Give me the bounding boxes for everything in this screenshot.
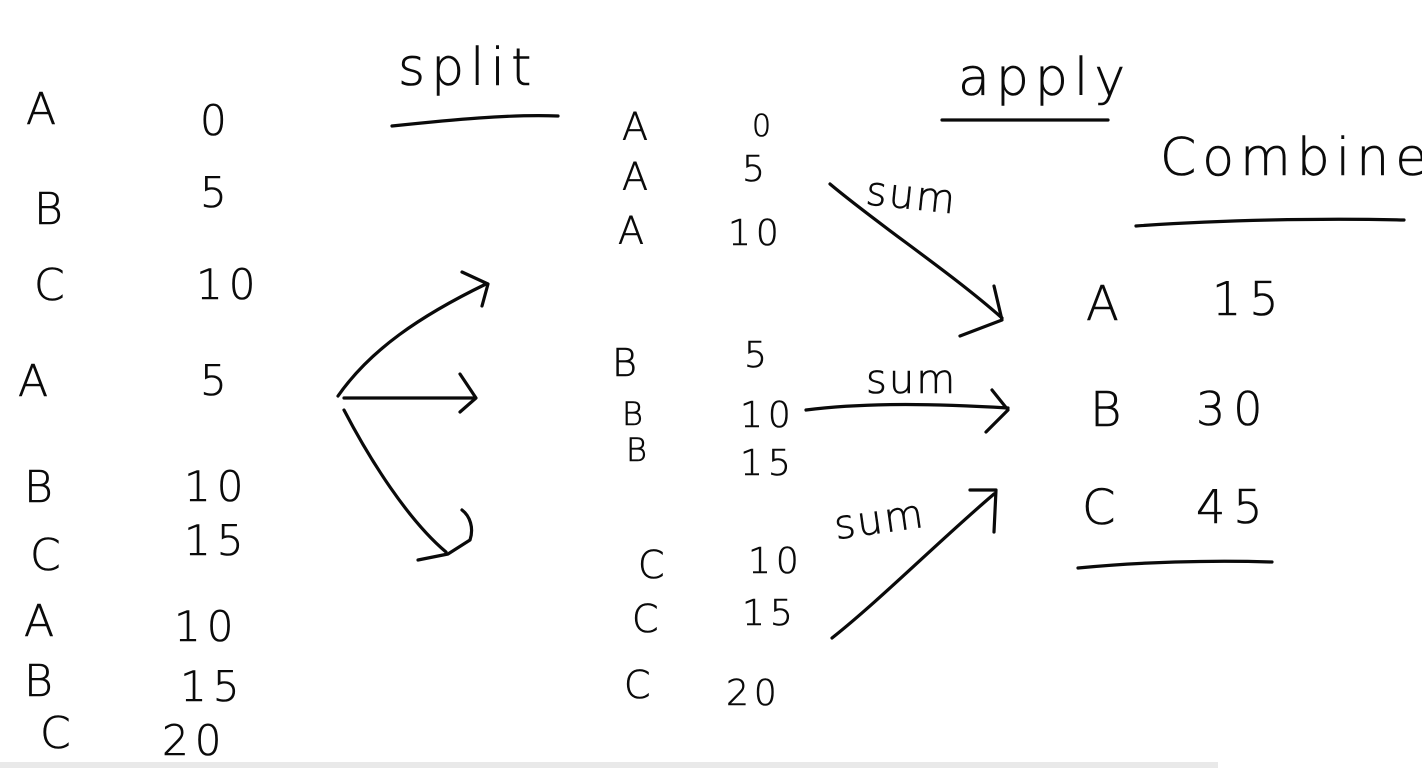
- input-key: B: [24, 462, 55, 513]
- group-key: C: [632, 597, 659, 641]
- result-underline: [1076, 559, 1274, 570]
- input-key: A: [24, 596, 57, 647]
- combine-heading: Combine: [1160, 128, 1422, 188]
- split-arrow-top-head: [460, 270, 490, 308]
- result-value: 15: [1212, 272, 1287, 326]
- input-key: A: [18, 356, 51, 407]
- group-value: 10: [740, 395, 796, 436]
- input-value: 0: [200, 96, 233, 145]
- input-value: 10: [174, 602, 240, 651]
- group-key: C: [624, 663, 651, 707]
- group-value: 20: [726, 673, 782, 714]
- apply-arrow-top-head: [958, 284, 1004, 338]
- group-value: 5: [744, 335, 772, 376]
- group-key: C: [638, 543, 665, 587]
- group-key: B: [626, 431, 648, 469]
- group-value: 10: [728, 213, 784, 254]
- apply-arrow-middle-head: [984, 388, 1010, 434]
- input-key: C: [30, 530, 63, 581]
- input-value: 20: [162, 716, 228, 765]
- apply-heading: apply: [958, 48, 1132, 108]
- apply-arrow-top: [828, 182, 1004, 320]
- result-key: C: [1082, 480, 1116, 536]
- split-arrow-bottom: [342, 408, 448, 554]
- group-value: 5: [742, 149, 770, 190]
- group-value: 10: [748, 541, 804, 582]
- input-value: 10: [184, 462, 250, 511]
- apply-function-label: sum: [866, 357, 958, 403]
- group-key: A: [622, 105, 649, 149]
- input-value: 15: [184, 516, 250, 565]
- combine-underline: [1134, 217, 1406, 228]
- result-key: A: [1086, 276, 1119, 332]
- input-key: B: [34, 184, 65, 235]
- apply-arrow-middle: [804, 402, 1010, 412]
- group-key: A: [622, 155, 649, 199]
- input-key: A: [26, 84, 59, 135]
- group-value: 15: [742, 593, 798, 634]
- group-key: B: [622, 395, 644, 433]
- result-key: B: [1090, 382, 1122, 438]
- input-key: C: [40, 708, 73, 759]
- split-arrow-bottom-head: [416, 508, 474, 562]
- input-value: 5: [200, 168, 233, 217]
- result-value: 45: [1196, 480, 1271, 534]
- group-value: 15: [740, 443, 796, 484]
- apply-arrow-bottom-head: [968, 488, 998, 534]
- split-arrow-middle-head: [458, 372, 478, 414]
- input-value: 10: [196, 260, 262, 309]
- input-key: C: [34, 260, 67, 311]
- apply-arrow-bottom: [830, 492, 996, 640]
- input-value: 5: [200, 356, 233, 405]
- result-value: 30: [1196, 382, 1271, 436]
- input-value: 15: [180, 662, 246, 711]
- group-key: A: [618, 209, 645, 253]
- group-key: B: [612, 341, 637, 385]
- bottom-edge-bar: [0, 762, 1218, 768]
- input-key: B: [24, 656, 55, 707]
- group-value: 0: [752, 109, 777, 144]
- split-underline: [390, 114, 560, 128]
- split-heading: split: [398, 38, 538, 98]
- split-arrow-top: [336, 282, 488, 398]
